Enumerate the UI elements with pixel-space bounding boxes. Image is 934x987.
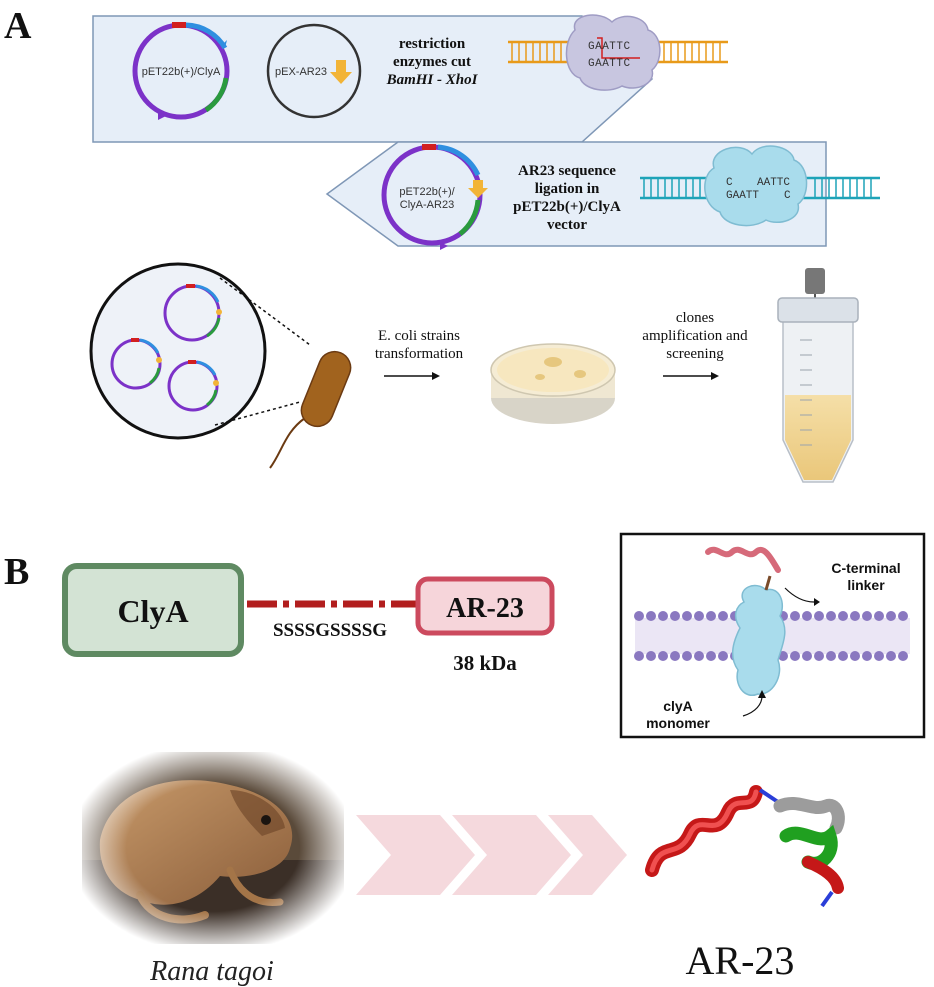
panel-a-label: A — [4, 5, 32, 47]
screening-line2: amplification and — [642, 328, 748, 344]
step1-panel: pET22b(+)/ClyA pEX-AR23 restriction enzy… — [92, 15, 654, 143]
plasmid-pet22b-clya-label: pET22b(+)/ClyA — [142, 66, 221, 78]
dna-top-sequence: GAATTC — [588, 41, 631, 53]
transformation-line1: E. coli strains — [378, 328, 460, 344]
inset-cterm-line2: linker — [847, 577, 885, 593]
ligation-top-left: C — [726, 177, 733, 189]
ar23-peptide-structure-icon — [645, 785, 845, 908]
frog-caption: Rana tagoi — [149, 956, 274, 987]
mini-plasmid-icon — [167, 360, 219, 412]
screening-line3: screening — [666, 346, 724, 362]
clya-monomer-icon — [731, 575, 786, 697]
clya-label: ClyA — [117, 593, 188, 629]
transformation-arrow — [384, 372, 440, 380]
screening-arrow — [663, 372, 719, 380]
inset-monomer-line2: monomer — [646, 715, 710, 731]
mini-plasmid-icon — [163, 284, 222, 342]
c-terminal-helix-icon — [705, 546, 781, 573]
e-coli-bacterium-icon — [269, 350, 352, 469]
plasmid-zoom-circle — [89, 262, 311, 440]
inset-cterm-line1: C-terminal — [831, 560, 900, 576]
culture-tube-icon — [777, 268, 859, 483]
ar23-box — [415, 576, 555, 636]
dna-ligation-icon — [640, 145, 880, 227]
plasmid-pet22b-clya-icon — [132, 22, 230, 120]
screening-line1: clones — [676, 310, 714, 326]
step2-panel: pET22b(+)/ ClyA-AR23 AR23 sequence ligat… — [325, 141, 827, 250]
ligation-bottom-left: GAATT — [726, 190, 759, 202]
molecular-mass: 38 kDa — [453, 651, 517, 675]
dna-bottom-sequence: GAATTC — [588, 58, 631, 70]
transformation-line2: transformation — [375, 346, 464, 362]
step1-text-line2: enzymes cut — [393, 54, 471, 70]
ligation-bottom-right: C — [784, 190, 791, 202]
ar23-label: AR-23 — [446, 593, 524, 624]
step1-text-line1: restriction — [399, 36, 466, 52]
dna-restriction-icon — [508, 14, 728, 91]
plasmid-ar23-label-line1: pET22b(+)/ — [399, 186, 455, 198]
panel-b-label: B — [4, 551, 29, 593]
linker-sequence: SSSSGSSSSG — [273, 620, 387, 641]
step2-text-line3: pET22b(+)/ClyA — [513, 199, 621, 215]
membrane-inset — [619, 532, 926, 739]
plasmid-ar23-label-line2: ClyA-AR23 — [400, 199, 454, 211]
step2-text-line2: ligation in — [535, 181, 600, 197]
chevron-arrows-icon — [356, 815, 627, 895]
inset-monomer-line1: clyA — [663, 698, 693, 714]
step2-text-line4: vector — [547, 217, 587, 233]
plasmid-pex-ar23-label: pEX-AR23 — [275, 66, 327, 78]
clya-box — [62, 563, 244, 657]
plasmid-pet22b-clya-ar23-icon — [381, 144, 488, 250]
frog-photo — [82, 752, 344, 944]
peptide-caption: AR-23 — [686, 938, 795, 983]
step1-enzymes: BamHI - XhoI — [386, 72, 479, 88]
petri-dish-icon — [490, 343, 616, 424]
step2-text-line1: AR23 sequence — [518, 163, 616, 179]
plasmid-pex-ar23-icon — [266, 23, 362, 119]
ligation-top-right: AATTC — [757, 177, 790, 189]
mini-plasmid-icon — [110, 338, 162, 390]
